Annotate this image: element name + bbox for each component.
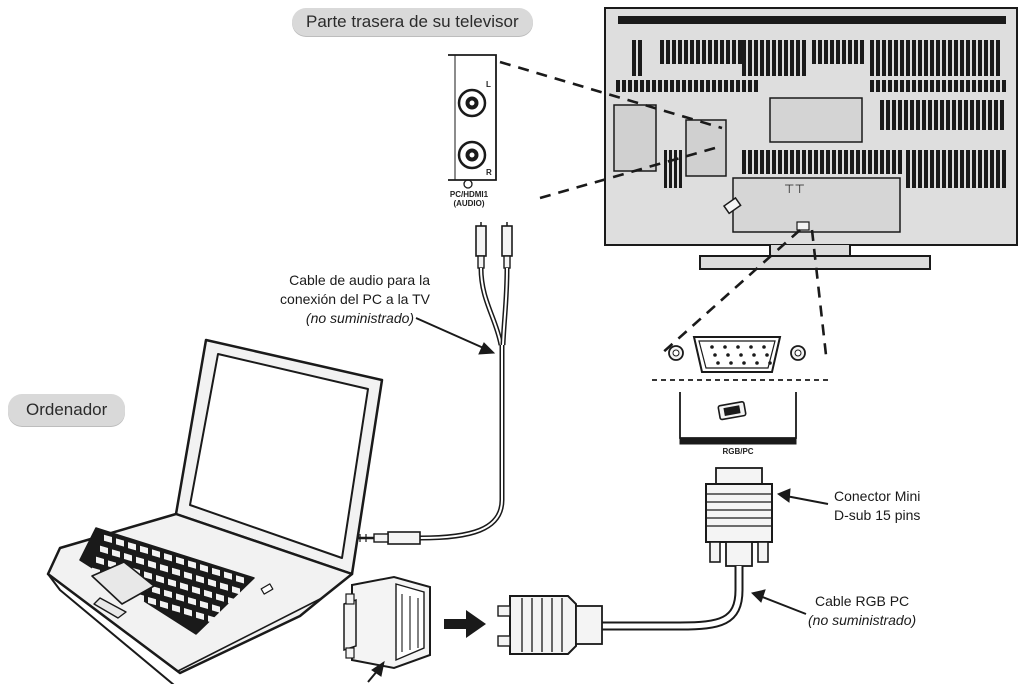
- tv-rear: ⊤⊤: [604, 7, 1018, 270]
- vga-pins: [710, 345, 772, 365]
- audio-cable-note: (no suministrado): [305, 310, 415, 326]
- vga-cable: [497, 467, 773, 655]
- adapter-pointer-arrow: [367, 660, 385, 683]
- tv-port-panel-left: [685, 119, 727, 177]
- laptop-keyboard: [88, 534, 244, 628]
- tv-lower-recess: [732, 177, 901, 233]
- rgb-port-label: RGB/PC: [722, 447, 754, 456]
- rca-plug-left: [475, 225, 487, 257]
- tv-symbol: ⊤⊤: [784, 182, 805, 196]
- tv-port-clip: [722, 196, 742, 215]
- adapter-arrow: [444, 610, 486, 638]
- dsub-line1: Conector Mini: [834, 488, 921, 504]
- audio-cable-callout: Cable de audio para la conexión del PC a…: [260, 271, 430, 328]
- mini-jack-plug: [387, 531, 421, 545]
- vga-port-small: [717, 401, 747, 421]
- audio-cable-line2: conexión del PC a la TV: [280, 291, 430, 307]
- tv-vent-rows: [616, 40, 1006, 188]
- tv-back-label: Parte trasera de su televisor: [292, 8, 533, 36]
- dsub-plug-body: [705, 483, 773, 543]
- audio-port-icon: [463, 179, 473, 189]
- audio-cable: [352, 222, 513, 545]
- rgb-cable-note: (no suministrado): [808, 612, 917, 628]
- tv-left-panel: [613, 104, 657, 172]
- dsub-plug-tip: [715, 467, 763, 485]
- audio-port-line2: (AUDIO): [453, 199, 485, 208]
- audio-cable-line1: Cable de audio para la: [289, 272, 430, 288]
- vga-plug-left: [509, 595, 577, 655]
- tv-rgb-port-small: [796, 221, 810, 231]
- audio-cable-arrow: [415, 317, 496, 355]
- zoom-lines: [499, 60, 828, 356]
- rgb-cable-callout: Cable RGB PC (no suministrado): [808, 592, 916, 630]
- dvi-adapter: [343, 575, 431, 670]
- audio-port-label: PC/HDMI1 (AUDIO): [436, 190, 502, 208]
- rgb-cable-line1: Cable RGB PC: [815, 593, 910, 609]
- audio-left-mark: L: [486, 80, 491, 89]
- dsub-plug-ribs: [706, 493, 772, 527]
- audio-right-mark: R: [486, 168, 492, 177]
- tv-center-panel: [769, 97, 863, 143]
- laptop: [46, 338, 384, 689]
- audio-port-line1: PC/HDMI1: [449, 190, 489, 199]
- rgb-cable-arrow: [751, 589, 807, 615]
- audio-jack-panel: [448, 54, 497, 189]
- dsub-line2: D-sub 15 pins: [834, 507, 921, 523]
- dsub-callout: Conector Mini D-sub 15 pins: [834, 487, 920, 525]
- tv-top-vents: [618, 16, 1006, 24]
- dsub-arrow: [776, 488, 829, 505]
- laptop-touchpad: [91, 561, 155, 605]
- vga-panel: [652, 336, 828, 445]
- computer-label: Ordenador: [8, 394, 126, 426]
- rca-plug-right: [501, 225, 513, 257]
